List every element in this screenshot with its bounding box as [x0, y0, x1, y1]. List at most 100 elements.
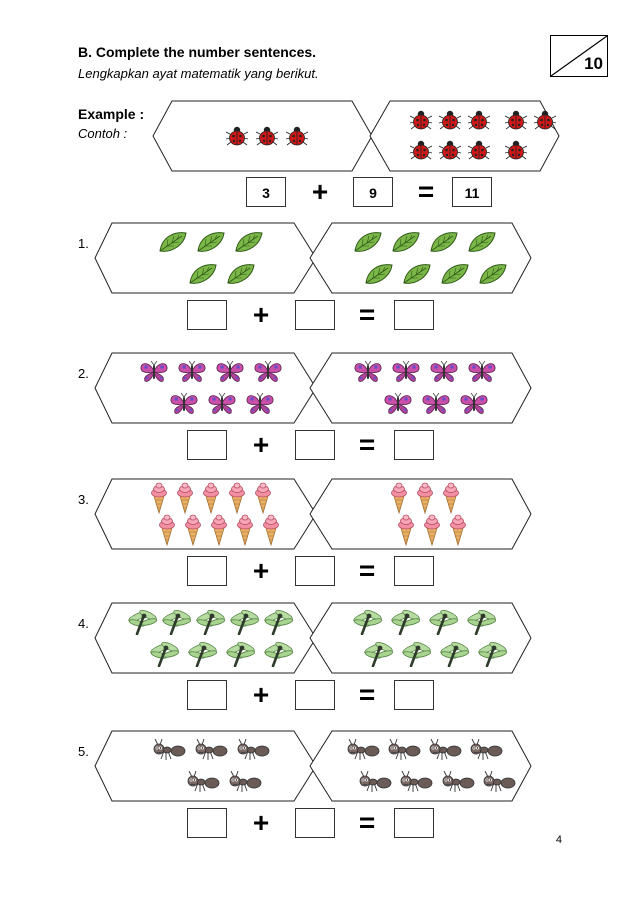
butterfly-icon: [383, 392, 413, 420]
ice-cream-icon: [158, 514, 176, 551]
equals-sign: =: [358, 807, 376, 838]
leaf-icon: [440, 263, 470, 290]
equals-sign: =: [358, 299, 376, 330]
leaf-icon: [467, 231, 497, 258]
ant-icon: [228, 770, 262, 798]
dragonfly-icon: [428, 609, 459, 640]
answer-box-addend-2[interactable]: [295, 430, 335, 460]
ladybug-icon: [409, 110, 433, 135]
butterfly-icon: [245, 392, 275, 420]
question-number: 2.: [78, 366, 89, 381]
leaf-icon: [234, 231, 264, 258]
ladybug-icon: [533, 110, 557, 135]
ice-cream-icon: [150, 482, 168, 519]
equals-sign: =: [358, 679, 376, 710]
ladybug-icon: [225, 126, 249, 151]
ice-cream-icon: [390, 482, 408, 519]
equals-sign: =: [358, 555, 376, 586]
butterfly-icon: [391, 360, 421, 388]
butterfly-icon: [177, 360, 207, 388]
dragonfly-icon: [128, 609, 158, 640]
answer-box-addend-1[interactable]: [187, 680, 227, 710]
butterfly-icon: [215, 360, 245, 388]
butterfly-icon: [429, 360, 459, 388]
question-panel: [94, 478, 532, 550]
dragonfly-icon: [352, 609, 383, 640]
dragonfly-icon: [390, 609, 421, 640]
dragonfly-icon: [466, 609, 497, 640]
ant-icon: [469, 738, 503, 766]
answer-box-addend-2[interactable]: [295, 556, 335, 586]
ladybug-icon: [504, 110, 528, 135]
ice-cream-icon: [228, 482, 246, 519]
dragonfly-icon: [264, 609, 294, 640]
question-number: 5.: [78, 744, 89, 759]
section-title: B. Complete the number sentences.: [78, 44, 317, 60]
dragonfly-icon: [364, 641, 394, 672]
plus-sign: +: [252, 807, 270, 838]
question-number: 3.: [78, 492, 89, 507]
butterfly-icon: [353, 360, 383, 388]
score-divider-icon: [551, 36, 607, 76]
answer-box-addend-1[interactable]: [187, 430, 227, 460]
example-addend-1: 3: [246, 177, 286, 207]
butterfly-icon: [459, 392, 489, 420]
ant-icon: [428, 738, 462, 766]
ice-cream-icon: [397, 514, 415, 551]
dragonfly-icon: [264, 641, 294, 672]
ladybug-icon: [255, 126, 279, 151]
dragonfly-icon: [162, 609, 192, 640]
leaf-icon: [196, 231, 226, 258]
answer-box-addend-2[interactable]: [295, 808, 335, 838]
leaf-icon: [188, 263, 218, 290]
answer-box-addend-1[interactable]: [187, 808, 227, 838]
dragonfly-icon: [226, 641, 256, 672]
question-panel: [94, 222, 532, 294]
ant-icon: [346, 738, 380, 766]
answer-box-addend-2[interactable]: [295, 300, 335, 330]
ant-icon: [441, 770, 475, 798]
butterfly-icon: [169, 392, 199, 420]
ladybug-icon: [438, 140, 462, 165]
example-frame: [152, 100, 560, 172]
dragonfly-icon: [440, 641, 470, 672]
ice-cream-icon: [202, 482, 220, 519]
equals-sign: =: [358, 429, 376, 460]
ant-icon: [399, 770, 433, 798]
page-number: 4: [555, 834, 562, 846]
question-number: 1.: [78, 236, 89, 251]
ice-cream-icon: [262, 514, 280, 551]
answer-box-sum[interactable]: [394, 556, 434, 586]
answer-box-sum[interactable]: [394, 808, 434, 838]
question-panel: [94, 602, 532, 674]
answer-box-sum[interactable]: [394, 680, 434, 710]
ladybug-icon: [409, 140, 433, 165]
ice-cream-icon: [236, 514, 254, 551]
leaf-icon: [402, 263, 432, 290]
leaf-icon: [226, 263, 256, 290]
ladybug-icon: [438, 110, 462, 135]
answer-box-addend-1[interactable]: [187, 556, 227, 586]
plus-sign: +: [252, 299, 270, 330]
dragonfly-icon: [196, 609, 226, 640]
example-label: Example :: [78, 106, 145, 122]
ant-icon: [186, 770, 220, 798]
ant-icon: [194, 738, 228, 766]
answer-box-addend-1[interactable]: [187, 300, 227, 330]
answer-box-sum[interactable]: [394, 300, 434, 330]
leaf-icon: [391, 231, 421, 258]
butterfly-icon: [207, 392, 237, 420]
ice-cream-icon: [176, 482, 194, 519]
ant-icon: [482, 770, 516, 798]
answer-box-sum[interactable]: [394, 430, 434, 460]
ice-cream-icon: [423, 514, 441, 551]
ice-cream-icon: [449, 514, 467, 551]
ladybug-icon: [285, 126, 309, 151]
leaf-icon: [353, 231, 383, 258]
plus-sign: +: [252, 429, 270, 460]
example-equals-sign: =: [417, 176, 435, 207]
example-sum: 11: [452, 177, 492, 207]
score-box: 10: [550, 35, 608, 77]
ice-cream-icon: [416, 482, 434, 519]
answer-box-addend-2[interactable]: [295, 680, 335, 710]
